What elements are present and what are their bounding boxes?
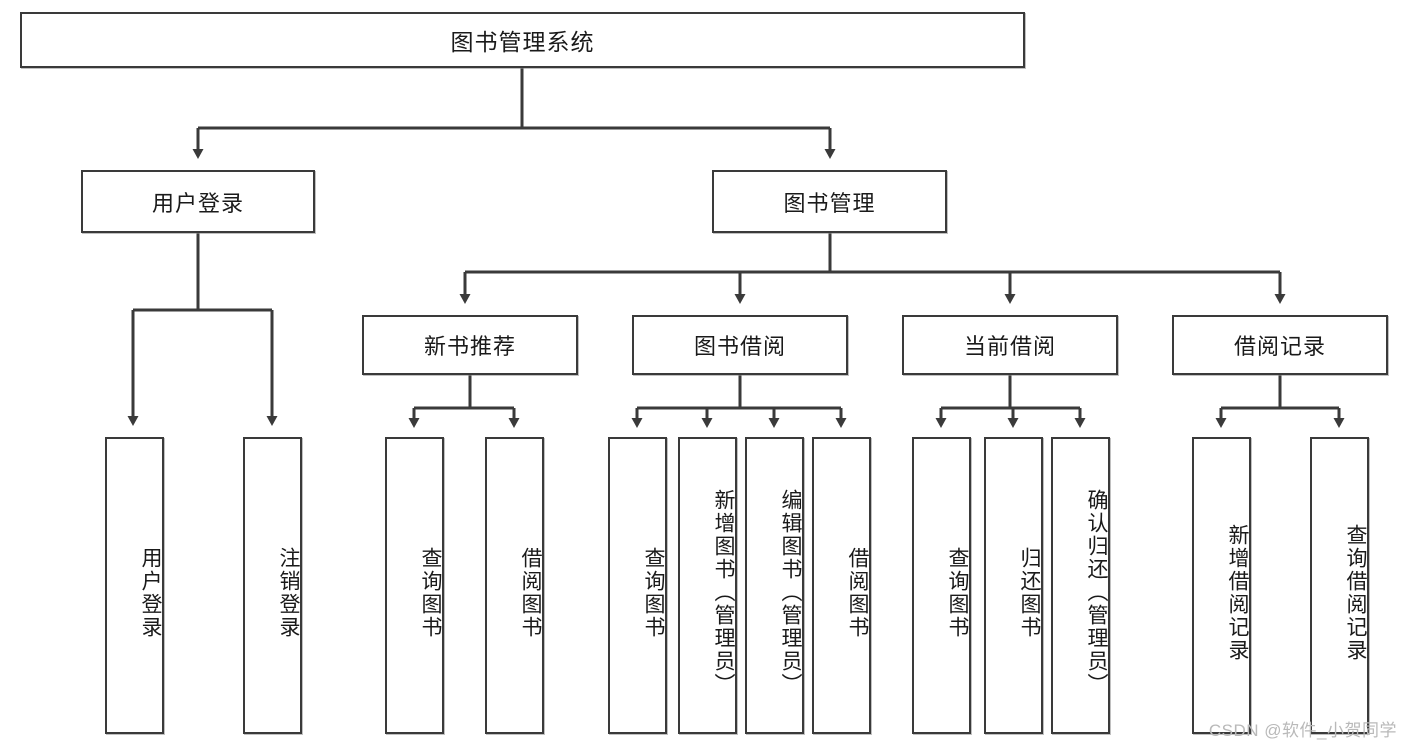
node-current-borrow[interactable]: 当前借阅 bbox=[902, 315, 1118, 375]
node-label: 借阅图书 bbox=[519, 546, 542, 639]
node-label: 用户登录 bbox=[151, 190, 244, 216]
node-label: 确认归还（管理员） bbox=[1085, 489, 1108, 696]
node-label: 新增借阅记录 bbox=[1226, 523, 1249, 662]
node-user-login[interactable]: 用户登录 bbox=[81, 170, 315, 233]
node-leaf-add-book[interactable]: 新增图书（管理员） bbox=[678, 437, 737, 734]
node-label: 编辑图书（管理员） bbox=[779, 489, 802, 696]
node-label: 注销登录 bbox=[277, 546, 300, 639]
node-new-book-rec[interactable]: 新书推荐 bbox=[362, 315, 578, 375]
node-label: 图书管理系统 bbox=[450, 29, 595, 55]
node-label: 当前借阅 bbox=[963, 334, 1056, 359]
node-leaf-return-book[interactable]: 归还图书 bbox=[984, 437, 1043, 734]
node-leaf-query-book-bb[interactable]: 查询图书 bbox=[608, 437, 667, 734]
node-label: 查询图书 bbox=[642, 546, 665, 639]
node-label: 归还图书 bbox=[1018, 546, 1041, 639]
node-book-manage[interactable]: 图书管理 bbox=[712, 170, 947, 233]
node-leaf-user-login[interactable]: 用户登录 bbox=[105, 437, 164, 734]
csdn-watermark: CSDN @软件_小贺同学 bbox=[1208, 721, 1397, 740]
node-label: 查询图书 bbox=[419, 546, 442, 639]
node-leaf-confirm-return[interactable]: 确认归还（管理员） bbox=[1051, 437, 1110, 734]
node-label: 借阅图书 bbox=[846, 546, 869, 639]
node-root-system[interactable]: 图书管理系统 bbox=[20, 12, 1025, 68]
node-leaf-query-book-rec[interactable]: 查询图书 bbox=[385, 437, 444, 734]
node-label: 新增图书（管理员） bbox=[712, 489, 735, 696]
node-borrow-record[interactable]: 借阅记录 bbox=[1172, 315, 1388, 375]
node-leaf-logout[interactable]: 注销登录 bbox=[243, 437, 302, 734]
node-label: 用户登录 bbox=[139, 546, 162, 639]
node-label: 查询借阅记录 bbox=[1344, 523, 1367, 662]
node-label: 图书借阅 bbox=[693, 334, 786, 359]
node-label: 查询图书 bbox=[946, 546, 969, 639]
node-book-borrow[interactable]: 图书借阅 bbox=[632, 315, 848, 375]
node-label: 新书推荐 bbox=[423, 334, 516, 359]
node-leaf-borrow-book-bb[interactable]: 借阅图书 bbox=[812, 437, 871, 734]
node-label: 图书管理 bbox=[783, 190, 876, 216]
node-leaf-query-book-cb[interactable]: 查询图书 bbox=[912, 437, 971, 734]
node-leaf-edit-book[interactable]: 编辑图书（管理员） bbox=[745, 437, 804, 734]
node-leaf-add-record[interactable]: 新增借阅记录 bbox=[1192, 437, 1251, 734]
node-leaf-query-record[interactable]: 查询借阅记录 bbox=[1310, 437, 1369, 734]
node-label: 借阅记录 bbox=[1233, 334, 1326, 359]
node-leaf-borrow-book-rec[interactable]: 借阅图书 bbox=[485, 437, 544, 734]
